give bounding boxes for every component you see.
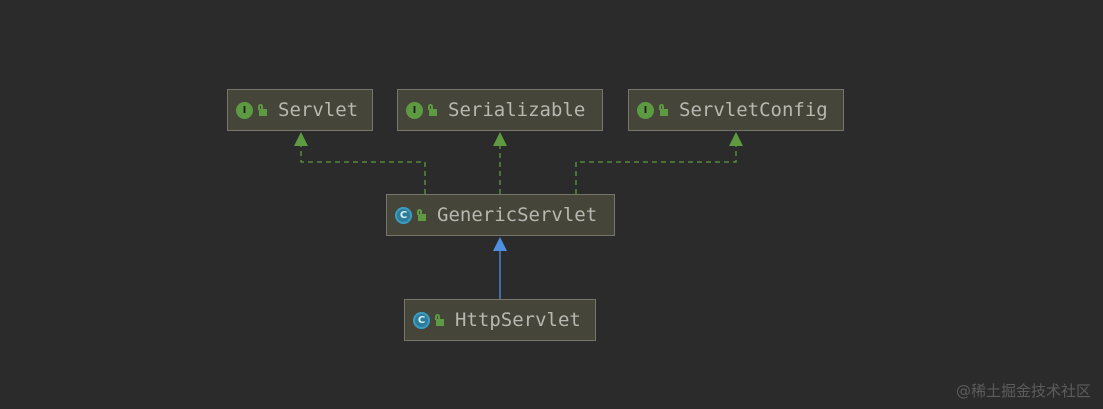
node-genericservlet[interactable]: C GenericServlet xyxy=(386,194,615,236)
edge-genericservlet-implements-servlet xyxy=(300,146,426,194)
lock-icon xyxy=(428,104,437,116)
arrowhead-servlet xyxy=(294,132,308,146)
node-label: ServletConfig xyxy=(679,99,828,121)
edge-genericservlet-implements-servletconfig xyxy=(575,146,737,194)
lock-icon xyxy=(258,104,267,116)
abstract-class-icon: C xyxy=(395,206,412,224)
interface-icon: I xyxy=(236,101,253,119)
arrowhead-servletconfig xyxy=(729,132,743,146)
lock-icon xyxy=(435,314,444,326)
interface-icon: I xyxy=(637,101,654,119)
abstract-class-icon: C xyxy=(413,311,430,329)
arrowhead-genericservlet xyxy=(493,237,507,251)
watermark: @稀土掘金技术社区 xyxy=(955,382,1091,400)
lock-icon xyxy=(659,104,668,116)
node-servletconfig[interactable]: I ServletConfig xyxy=(628,89,844,131)
node-label: GenericServlet xyxy=(437,204,598,226)
lock-icon xyxy=(417,209,426,221)
interface-icon: I xyxy=(406,101,423,119)
node-label: Serializable xyxy=(448,99,586,121)
node-servlet[interactable]: I Servlet xyxy=(227,89,373,131)
arrowhead-serializable xyxy=(493,132,507,146)
node-label: Servlet xyxy=(278,99,359,121)
node-httpservlet[interactable]: C HttpServlet xyxy=(404,299,596,341)
node-serializable[interactable]: I Serializable xyxy=(397,89,603,131)
node-label: HttpServlet xyxy=(455,309,581,331)
